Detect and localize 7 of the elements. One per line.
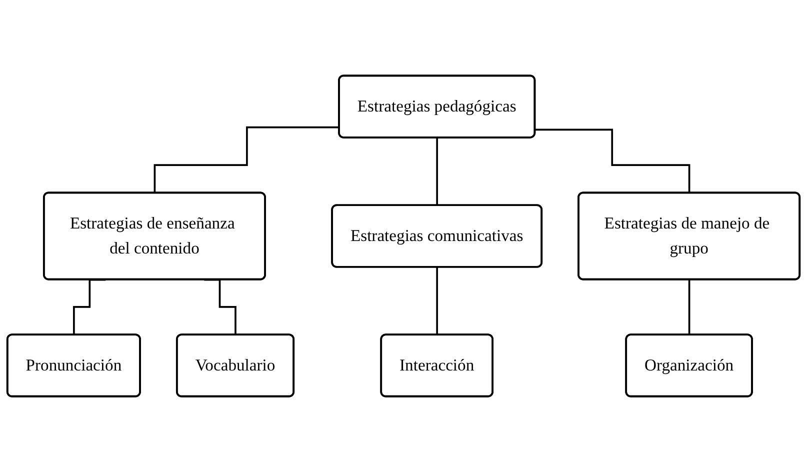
connector — [436, 136, 438, 207]
connector — [436, 266, 438, 336]
connector — [73, 278, 106, 336]
connector — [204, 278, 237, 336]
connector — [154, 126, 340, 194]
connector — [535, 128, 690, 194]
connector — [688, 278, 690, 336]
